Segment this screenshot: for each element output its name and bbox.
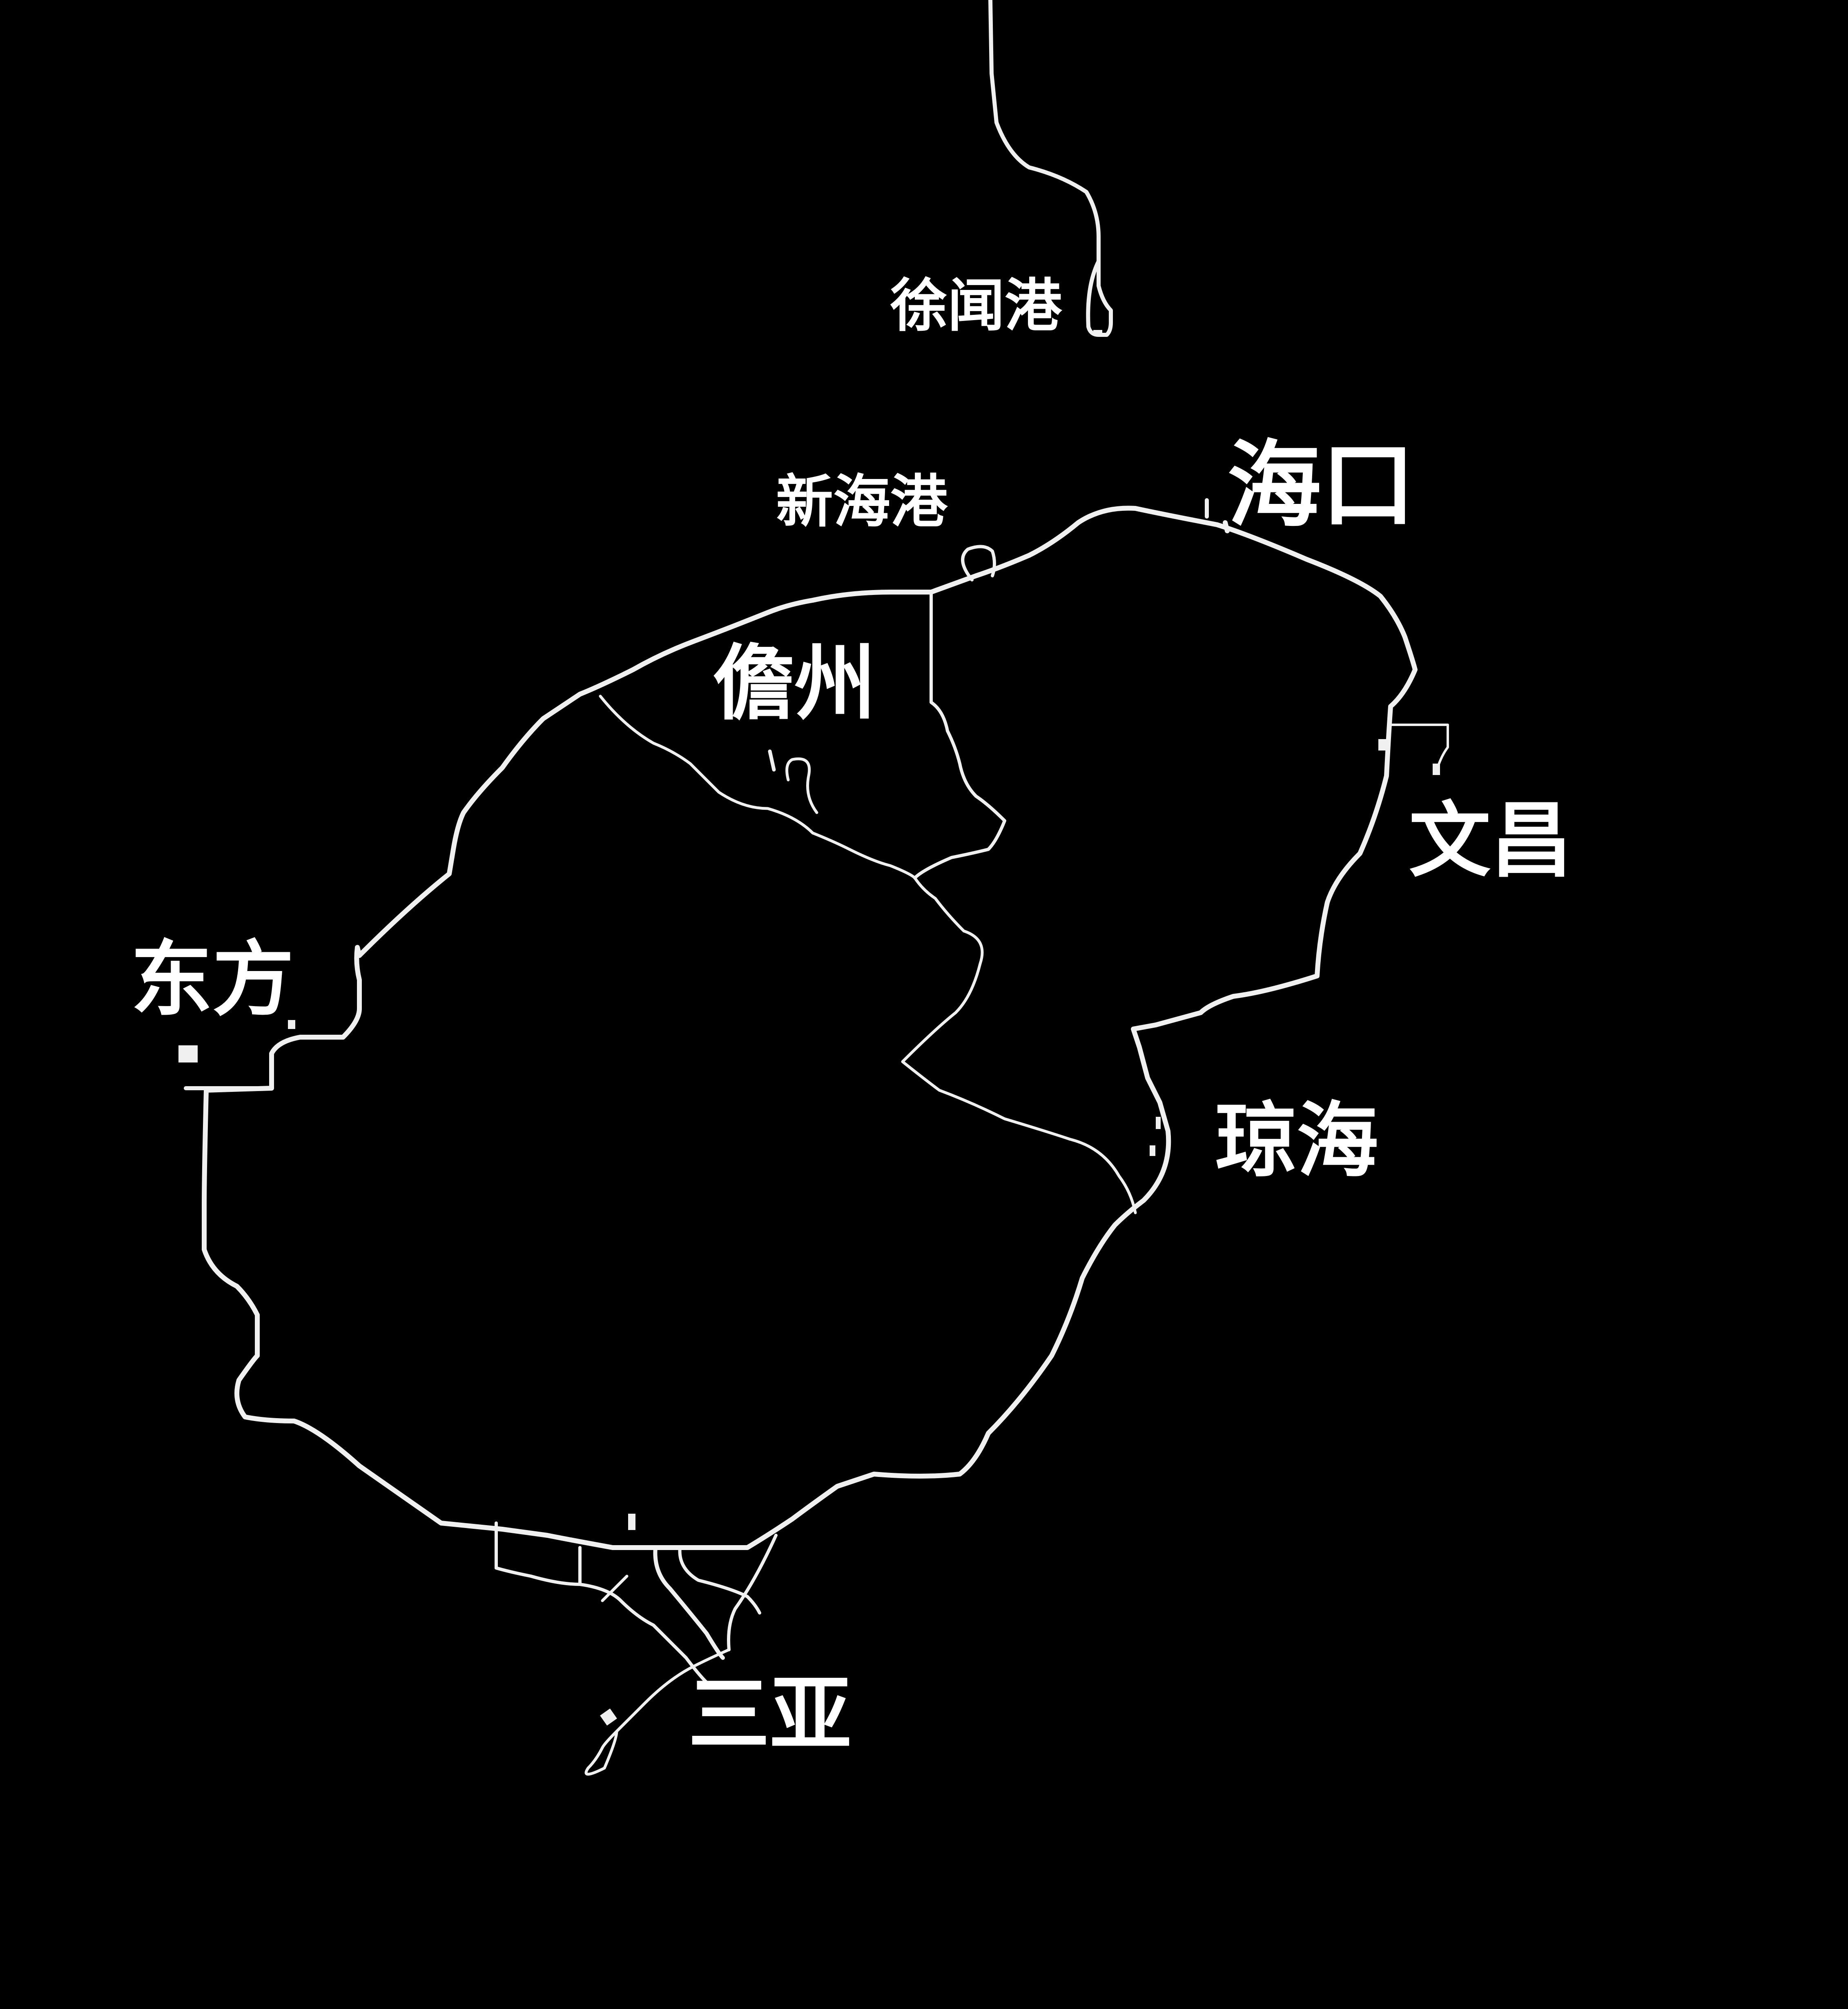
sanya-road-3 — [678, 1546, 761, 1615]
dongfang-station-marker — [178, 1045, 198, 1062]
label-xuwen-port: 徐闻港 — [890, 273, 1062, 339]
xuwen-road — [988, 0, 1113, 337]
label-danzhou: 儋州 — [713, 636, 876, 731]
qionghai-marker-1 — [1156, 1117, 1161, 1129]
label-dongfang: 东方 — [131, 932, 294, 1027]
label-xinhai-port: 新海港 — [776, 469, 948, 535]
sanya-road-4 — [727, 1534, 778, 1651]
wenchang-spur — [1387, 724, 1449, 769]
dongfang-marker-2 — [288, 1020, 295, 1029]
sanya-coast-road — [584, 1648, 731, 1776]
wenchang-marker-1 — [1378, 739, 1387, 751]
danzhou-local-road — [785, 757, 818, 814]
sanya-port-marker — [600, 1708, 617, 1726]
label-wenchang: 文昌 — [1409, 793, 1573, 889]
central-road — [913, 590, 1006, 880]
island-ring-road — [202, 506, 1418, 1550]
label-qionghai: 琼海 — [1215, 1094, 1379, 1189]
sanya-road-5 — [601, 1575, 629, 1602]
central-winding-road — [599, 695, 1137, 1214]
sanya-road-2 — [653, 1546, 725, 1660]
xuwen-port-marker — [1093, 330, 1102, 336]
label-haikou: 海口 — [1227, 431, 1416, 540]
wenchang-marker-2 — [1433, 764, 1440, 775]
danzhou-local-road-2 — [768, 749, 776, 772]
sanya-road-1 — [495, 1521, 708, 1684]
qionghai-marker-2 — [1150, 1145, 1155, 1156]
label-sanya: 三亚 — [688, 1667, 852, 1762]
xinhai-port-loop — [961, 545, 996, 581]
sanya-station-marker — [628, 1514, 635, 1530]
haikou-spur-2 — [1223, 520, 1230, 533]
